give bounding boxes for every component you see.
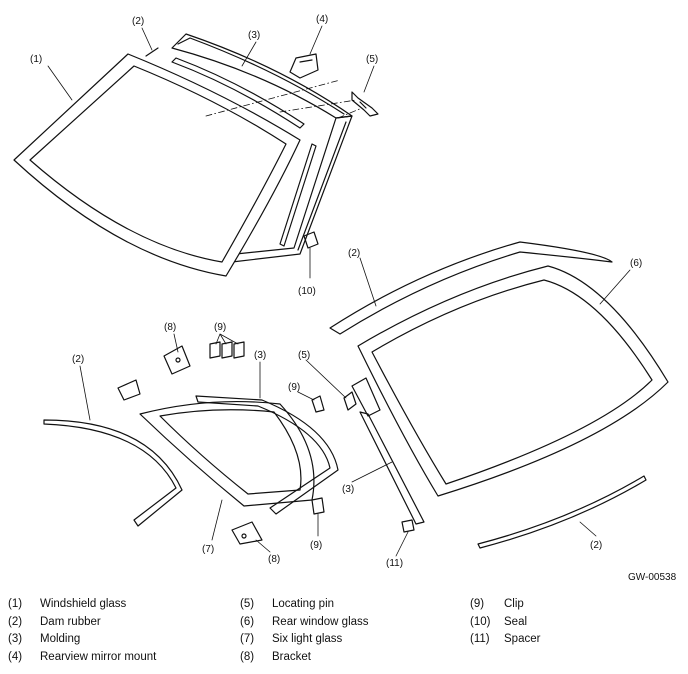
windshield-dam-rubber	[145, 47, 305, 129]
callout-2b: (2)	[348, 248, 360, 259]
spacer	[401, 519, 415, 533]
legend-number: (1)	[8, 598, 23, 610]
legend-label: Seal	[504, 616, 528, 628]
legend-number: (5)	[240, 598, 255, 610]
callout-3b: (3)	[254, 350, 266, 361]
six-light-molding	[195, 395, 339, 515]
clip-mid	[311, 395, 325, 413]
legend-label: Bracket	[272, 651, 311, 663]
callout-2d: (2)	[590, 540, 602, 551]
legend-number: (9)	[470, 598, 485, 610]
legend-label: Dam rubber	[40, 616, 101, 628]
callout-7: (7)	[202, 544, 214, 555]
locating-pin-top	[351, 91, 379, 117]
reference-code: GW-00538	[628, 572, 677, 583]
callout-9c: (9)	[310, 540, 322, 551]
callout-1: (1)	[30, 54, 42, 65]
callout-3c: (3)	[342, 484, 354, 495]
legend-label: Rear window glass	[272, 616, 369, 628]
callout-11: (11)	[386, 558, 403, 569]
legend-number: (11)	[470, 633, 490, 645]
legend-number: (8)	[240, 651, 255, 663]
legend-number: (3)	[8, 633, 23, 645]
callout-labels: (1) (2) (3) (4) (5) (10) (2) (6) (8) (9)…	[30, 14, 677, 583]
windshield-glass	[13, 53, 301, 277]
six-light-glass	[139, 400, 315, 507]
legend-number: (6)	[240, 616, 255, 628]
legend-label: Windshield glass	[40, 598, 127, 610]
legend-number: (4)	[8, 651, 23, 663]
locating-pin-mid	[343, 391, 357, 411]
legend-label: Rearview mirror mount	[40, 651, 157, 663]
bracket-left	[117, 379, 141, 401]
legend-number: (10)	[470, 616, 491, 628]
legend-label: Spacer	[504, 633, 541, 645]
bracket-top	[163, 345, 191, 375]
bracket-bottom	[231, 521, 263, 545]
legend-label: Six light glass	[272, 633, 343, 645]
parts-legend: (1) Windshield glass (2) Dam rubber (3) …	[0, 598, 688, 668]
callout-6: (6)	[630, 258, 642, 269]
six-light-dam-rubber	[43, 419, 183, 527]
callout-5b: (5)	[298, 350, 310, 361]
rear-window-molding	[351, 377, 425, 525]
clip-bottom	[311, 497, 325, 515]
legend-label: Locating pin	[272, 598, 335, 610]
callout-9a: (9)	[214, 322, 226, 333]
callout-2a: (2)	[132, 16, 144, 27]
callout-2c: (2)	[72, 354, 84, 365]
callout-8a: (8)	[164, 322, 176, 333]
legend-number: (7)	[240, 633, 255, 645]
windshield-side-molding	[279, 143, 319, 249]
rear-window-glass	[357, 265, 669, 497]
callout-10: (10)	[298, 286, 316, 297]
legend-number: (2)	[8, 616, 23, 628]
alignment-lines	[205, 79, 363, 119]
leader-lines	[47, 25, 631, 557]
legend-label: Molding	[40, 633, 81, 645]
rearview-mirror-mount	[289, 53, 319, 79]
callout-3a: (3)	[248, 30, 260, 41]
rear-window-dam-rubber	[329, 241, 613, 335]
clips-group	[209, 341, 245, 359]
callout-9b: (9)	[288, 382, 300, 393]
legend-label: Clip	[504, 598, 524, 610]
rear-window-lower-dam	[477, 475, 647, 549]
callout-4: (4)	[316, 14, 328, 25]
callout-8b: (8)	[268, 554, 280, 565]
exploded-parts-diagram: (1) (2) (3) (4) (5) (10) (2) (6) (8) (9)…	[13, 14, 677, 583]
callout-5a: (5)	[366, 54, 378, 65]
